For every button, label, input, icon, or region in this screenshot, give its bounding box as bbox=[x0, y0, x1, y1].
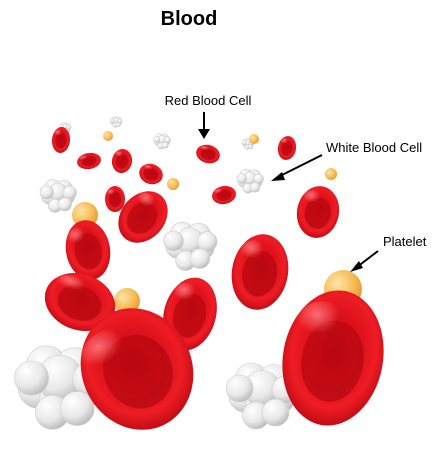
red-blood-cell bbox=[212, 185, 236, 205]
white-blood-cell bbox=[153, 133, 171, 150]
red-blood-cell bbox=[44, 272, 116, 332]
red-blood-cell bbox=[65, 220, 111, 280]
red-blood-cell bbox=[105, 186, 125, 212]
platelet bbox=[249, 134, 259, 144]
white-blood-cell bbox=[236, 168, 264, 194]
red-blood-cell bbox=[139, 163, 163, 185]
white-blood-cell-arrow bbox=[271, 154, 323, 181]
platelet bbox=[325, 168, 337, 180]
cell-layer bbox=[14, 116, 384, 430]
platelet-label: Platelet bbox=[383, 234, 427, 249]
platelet bbox=[167, 178, 179, 190]
white-blood-cell bbox=[39, 179, 77, 213]
white-blood-cell bbox=[109, 116, 123, 128]
white-blood-cell-label: White Blood Cell bbox=[326, 140, 422, 155]
red-blood-cell bbox=[231, 234, 289, 310]
white-blood-cell bbox=[163, 221, 218, 271]
red-blood-cell bbox=[296, 186, 340, 238]
platelet-arrow bbox=[350, 250, 379, 272]
red-blood-cell bbox=[77, 152, 101, 170]
platelet bbox=[114, 288, 140, 314]
red-blood-cell bbox=[282, 290, 384, 426]
diagram-title: Blood bbox=[161, 8, 218, 30]
white-blood-cell bbox=[14, 345, 108, 430]
platelet bbox=[103, 131, 113, 141]
red-blood-cell bbox=[111, 149, 133, 173]
red-blood-cell-label: Red Blood Cell bbox=[165, 93, 252, 108]
red-blood-cell bbox=[196, 144, 220, 164]
red-blood-cell bbox=[51, 127, 71, 153]
red-blood-cell-arrow bbox=[198, 112, 210, 139]
red-blood-cell bbox=[80, 308, 194, 430]
red-blood-cell bbox=[118, 191, 168, 243]
red-blood-cell bbox=[277, 136, 297, 160]
